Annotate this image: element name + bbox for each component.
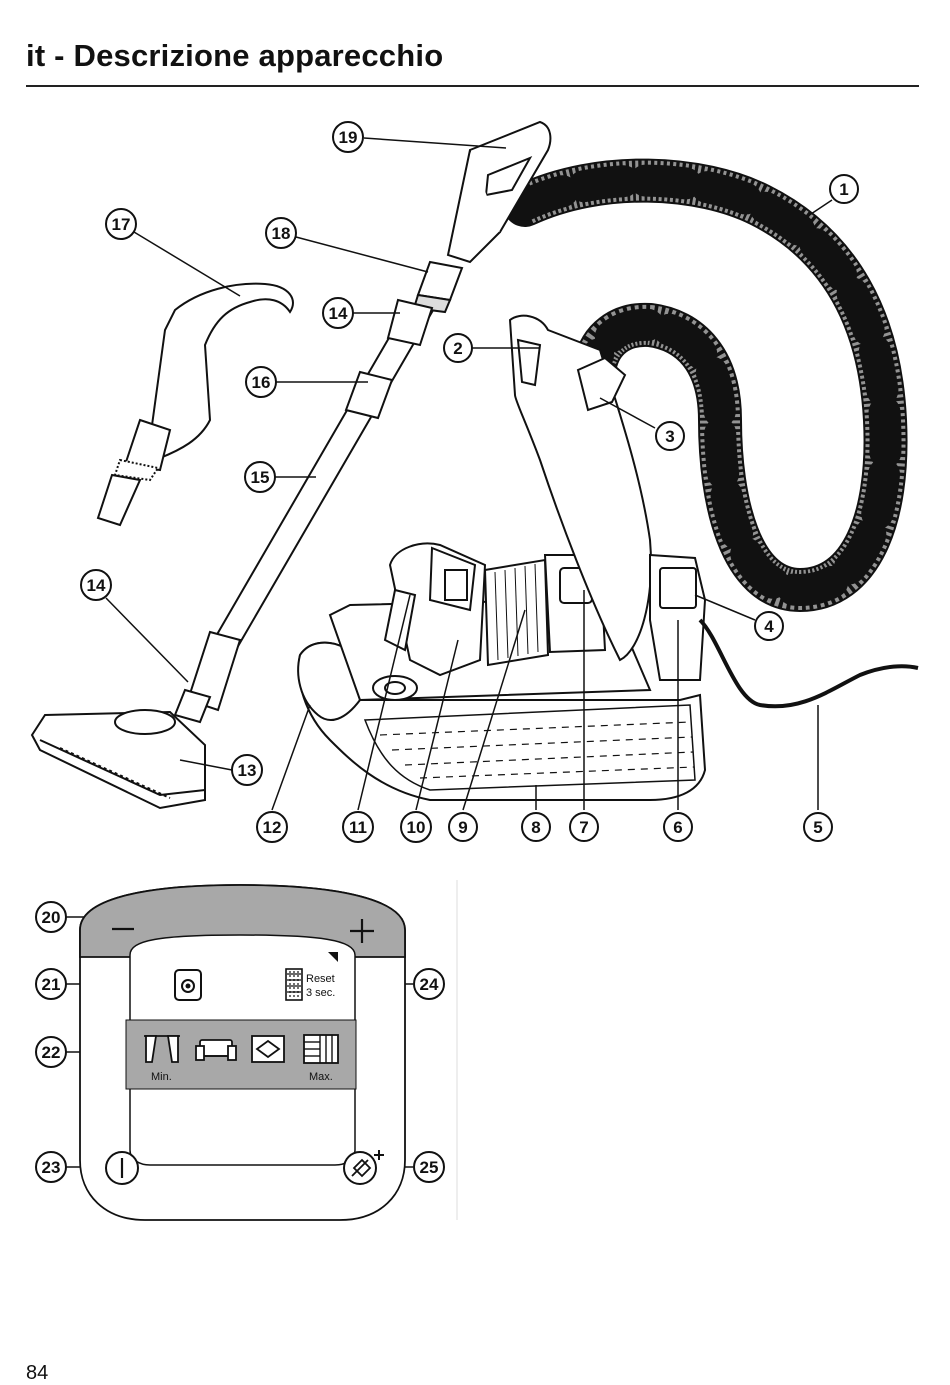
filter-reset-icon [285, 968, 303, 1001]
eco-plug-button-icon [343, 1150, 384, 1185]
callout-17: 17 [105, 208, 137, 240]
callout-12: 12 [256, 811, 288, 843]
hose [503, 158, 908, 613]
svg-text:22: 22 [42, 1043, 61, 1062]
svg-text:21: 21 [42, 975, 61, 994]
callout-18: 18 [265, 217, 297, 249]
power-button-icon [105, 1151, 139, 1185]
callout-3: 3 [655, 421, 685, 451]
plus-icon [350, 919, 374, 943]
svg-text:14: 14 [87, 576, 106, 595]
callout-14-lower: 14 [80, 569, 112, 601]
min-label: Min. [151, 1071, 172, 1083]
rug-icon [251, 1035, 285, 1063]
callout-21: 21 [35, 968, 67, 1000]
callout-4: 4 [754, 611, 784, 641]
reset-label: Reset [306, 973, 335, 985]
callout-9: 9 [448, 812, 478, 842]
svg-text:9: 9 [458, 818, 467, 837]
callout-22: 22 [35, 1036, 67, 1068]
callout-10: 10 [400, 811, 432, 843]
page-title: it - Descrizione apparecchio [26, 38, 444, 73]
svg-text:13: 13 [238, 761, 257, 780]
title-rule [26, 85, 919, 87]
callout-8: 8 [521, 812, 551, 842]
svg-text:25: 25 [420, 1158, 439, 1177]
svg-text:20: 20 [42, 908, 61, 927]
callout-5: 5 [803, 812, 833, 842]
svg-text:7: 7 [579, 818, 588, 837]
curtains-icon [144, 1035, 180, 1063]
svg-text:23: 23 [42, 1158, 61, 1177]
callout-6: 6 [663, 812, 693, 842]
svg-text:15: 15 [251, 468, 270, 487]
callout-13: 13 [231, 754, 263, 786]
callout-23: 23 [35, 1151, 67, 1183]
reset-duration-label: 3 sec. [306, 987, 335, 999]
svg-text:1: 1 [839, 180, 848, 199]
svg-text:5: 5 [813, 818, 822, 837]
dustbag-icon [174, 969, 202, 1001]
svg-text:4: 4 [764, 617, 774, 636]
svg-text:18: 18 [272, 224, 291, 243]
svg-text:8: 8 [531, 818, 540, 837]
callout-15: 15 [244, 461, 276, 493]
sofa-icon [195, 1039, 237, 1061]
callout-25: 25 [413, 1151, 445, 1183]
svg-text:12: 12 [263, 818, 282, 837]
callout-20: 20 [35, 901, 67, 933]
page-number: 84 [26, 1362, 49, 1384]
svg-text:6: 6 [673, 818, 682, 837]
vacuum-illustration [30, 120, 919, 810]
indicator-triangle [328, 952, 338, 962]
callout-2: 2 [443, 333, 473, 363]
svg-text:3: 3 [665, 427, 674, 446]
svg-text:17: 17 [112, 215, 131, 234]
callout-14-upper: 14 [322, 297, 354, 329]
max-label: Max. [309, 1071, 333, 1083]
callout-16: 16 [245, 366, 277, 398]
hard-floor-icon [303, 1034, 339, 1064]
svg-text:16: 16 [252, 373, 271, 392]
svg-text:10: 10 [407, 818, 426, 837]
callout-1: 1 [829, 174, 859, 204]
svg-text:14: 14 [329, 304, 348, 323]
svg-text:2: 2 [453, 339, 462, 358]
callout-7: 7 [569, 812, 599, 842]
svg-text:24: 24 [420, 975, 439, 994]
svg-text:11: 11 [349, 818, 367, 837]
callout-11: 11 [342, 811, 374, 843]
svg-text:19: 19 [339, 128, 358, 147]
control-panel: Reset 3 sec. [79, 884, 406, 1221]
callout-24: 24 [413, 968, 445, 1000]
callout-19: 19 [332, 121, 364, 153]
